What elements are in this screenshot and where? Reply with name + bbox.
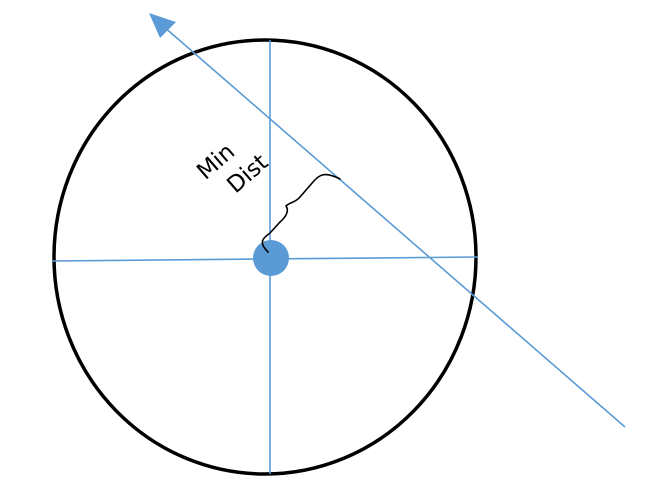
min-dist-label: Min Dist [192, 139, 273, 199]
ray-arrowhead-icon [149, 13, 176, 38]
center-point [253, 240, 289, 276]
ray-line [162, 25, 626, 428]
min-distance-brace [261, 173, 341, 253]
